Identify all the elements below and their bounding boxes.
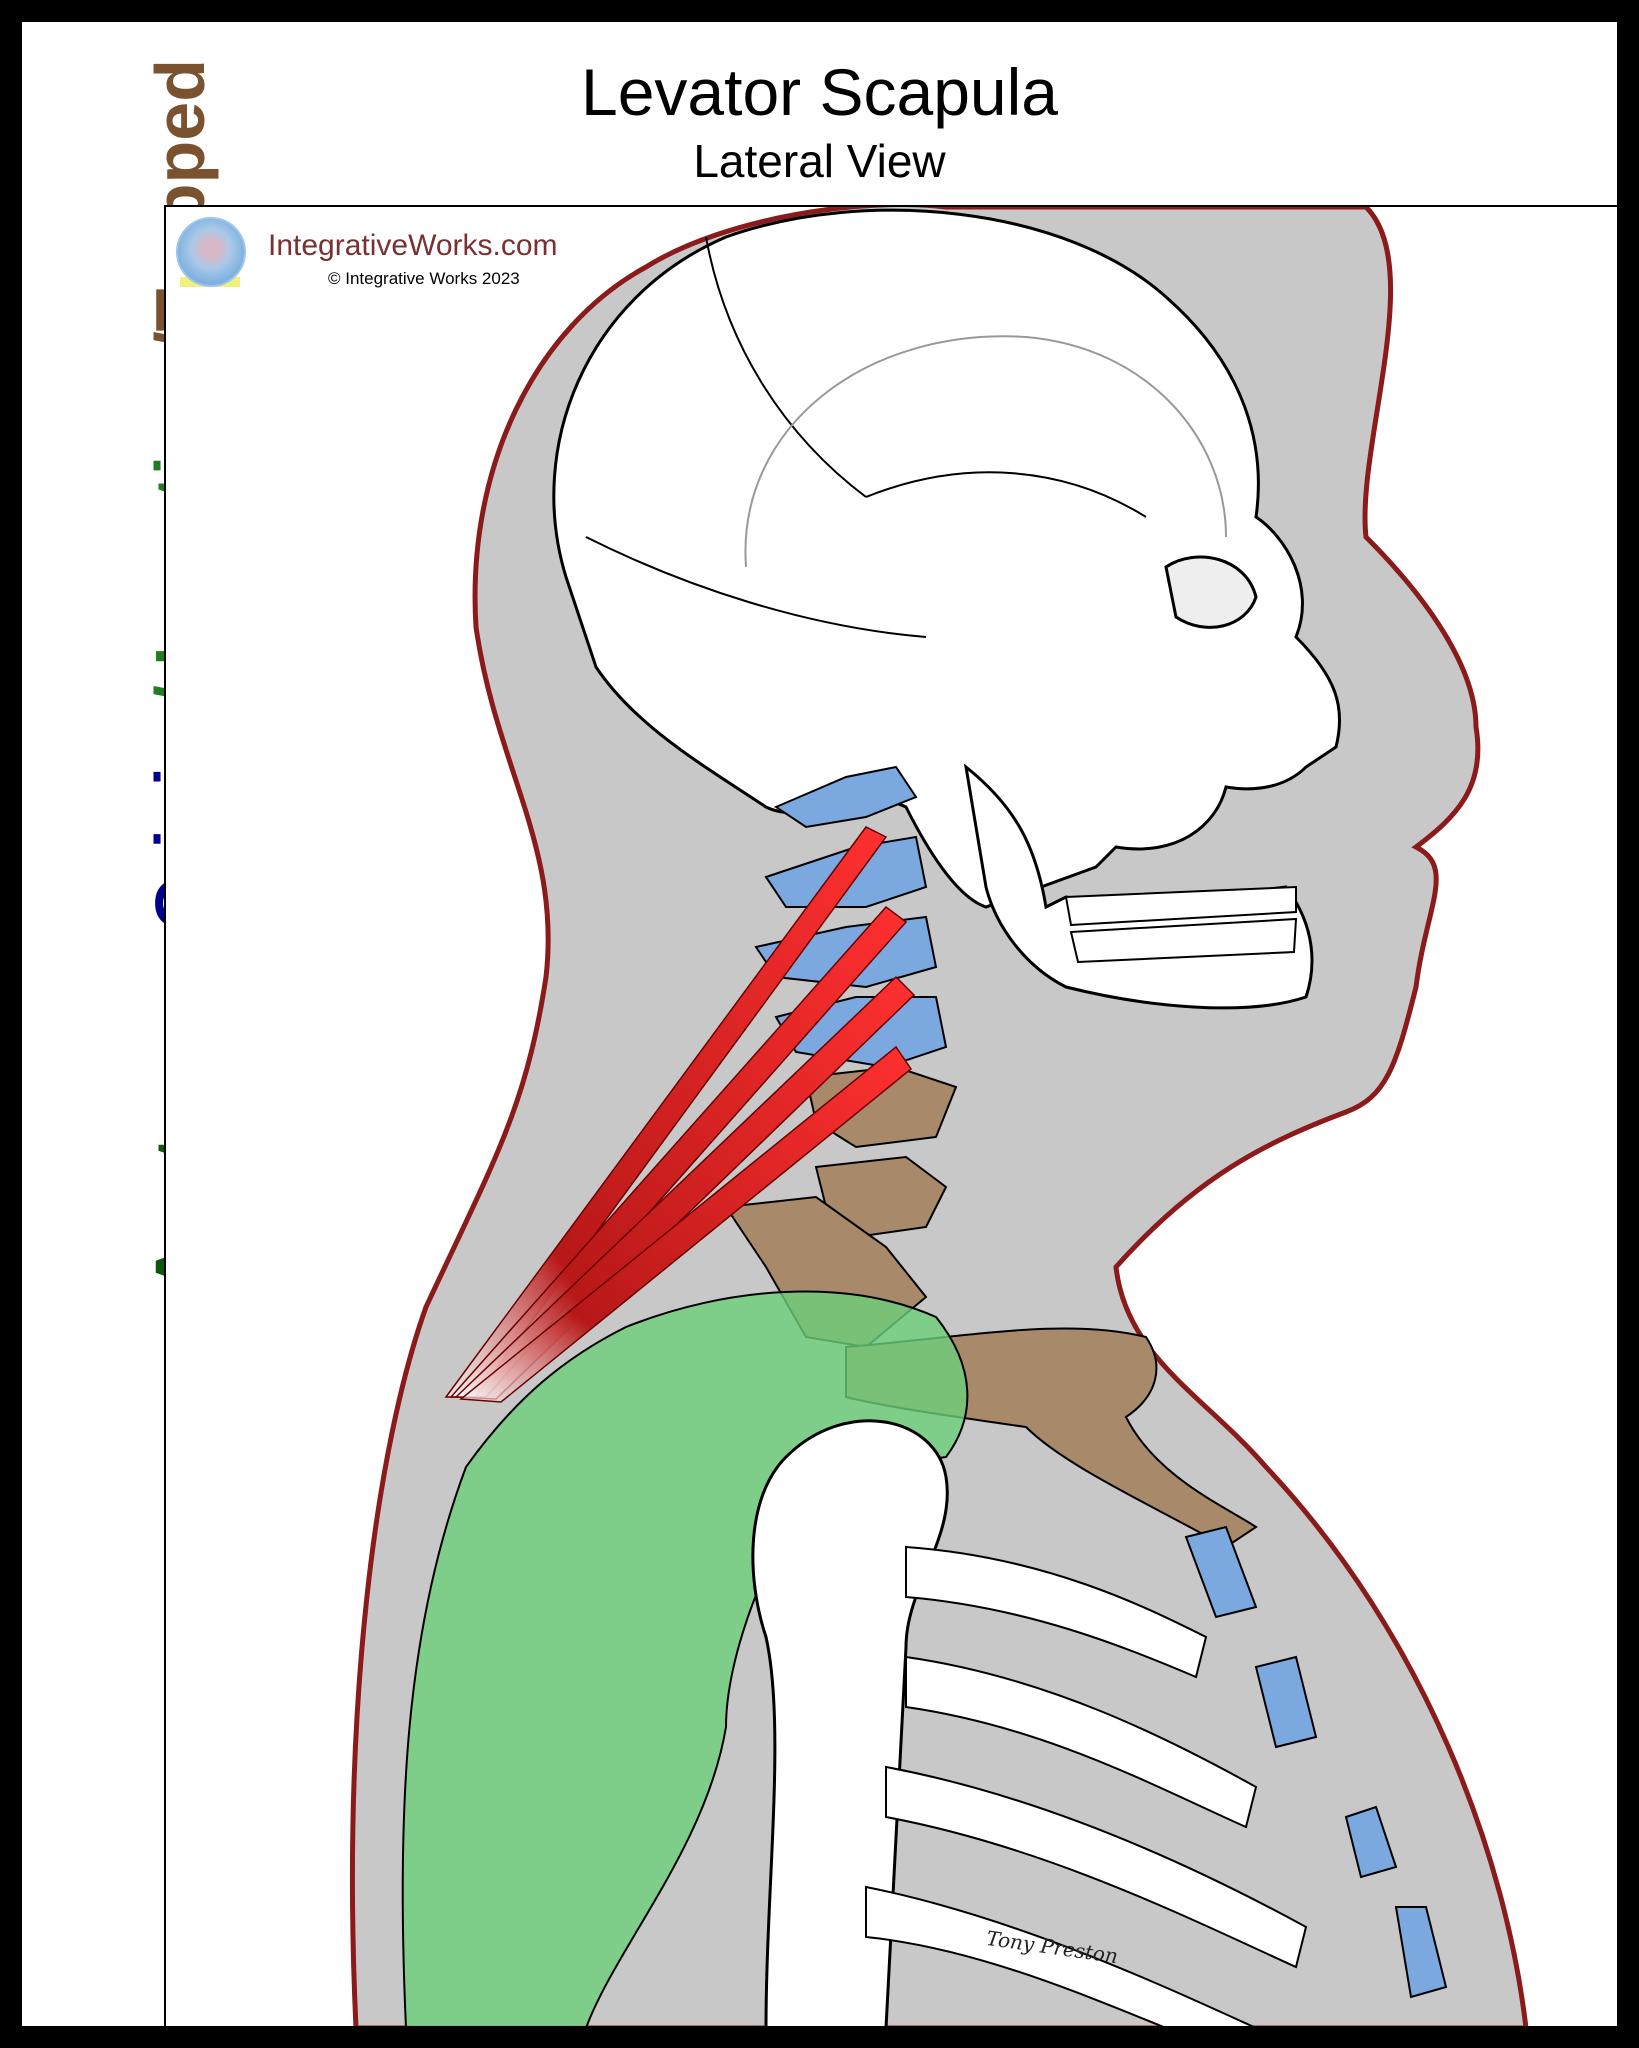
lower-teeth <box>1069 917 1298 964</box>
illustration-frame: IntegrativeWorks.com © Integrative Works… <box>164 205 1617 2026</box>
temporal-line <box>744 335 1227 568</box>
eye-socket <box>1164 555 1258 629</box>
skull-suture-3 <box>585 536 927 638</box>
rib-2 <box>905 1655 1258 1829</box>
brand-name: IntegrativeWorks.com <box>268 229 558 262</box>
vertebra-c1 <box>773 765 918 829</box>
rib-4 <box>865 1885 1255 2026</box>
brand-block: IntegrativeWorks.com © Integrative Works… <box>176 217 596 307</box>
levator-scapula-muscle <box>444 826 916 1403</box>
skull-suture-1 <box>705 236 867 498</box>
rib-cage <box>865 1545 1308 2026</box>
cartilage-4 <box>1394 1906 1448 1999</box>
brand-logo-icon <box>176 217 246 287</box>
cartilage-2 <box>1254 1655 1318 1749</box>
rib-1 <box>905 1545 1208 1679</box>
diagram-page: Levator Scapula Lateral View Anatomy - O… <box>22 22 1617 2026</box>
brand-copyright: © Integrative Works 2023 <box>328 269 520 288</box>
upper-teeth <box>1064 885 1297 927</box>
page-subtitle: Lateral View <box>693 135 946 187</box>
muscle-slip-c4 <box>459 1045 913 1403</box>
page-title: Levator Scapula <box>581 55 1058 129</box>
cartilage-3 <box>1344 1805 1398 1879</box>
anatomy-illustration <box>350 207 1529 2026</box>
rib-3 <box>885 1765 1308 1969</box>
costal-cartilage <box>1184 1525 1448 1999</box>
humerus <box>751 1419 949 2026</box>
cartilage-1 <box>1184 1525 1258 1619</box>
skull-suture-2 <box>865 471 1147 518</box>
